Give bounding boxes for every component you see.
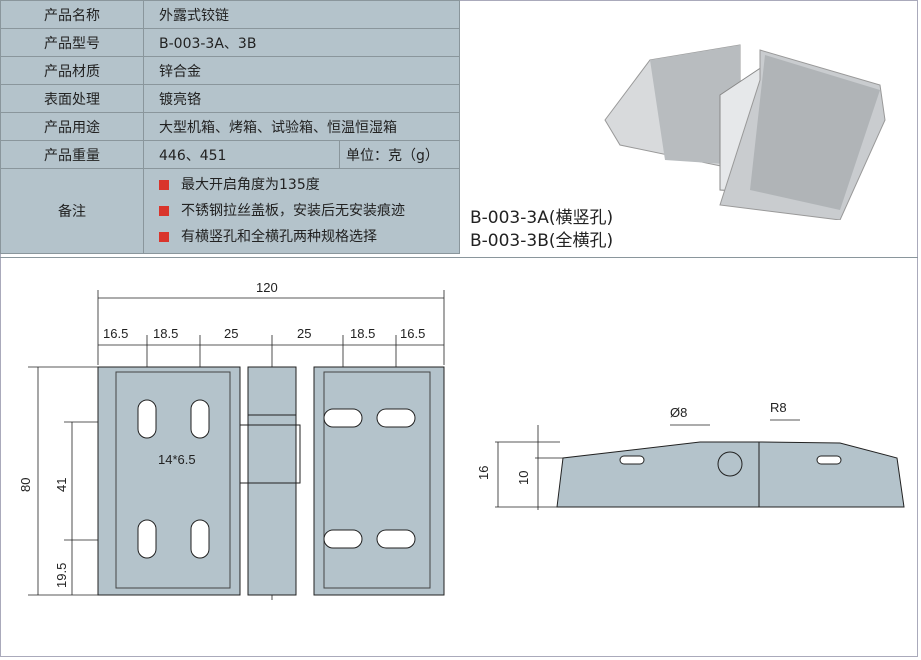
- hinge-photo: [604, 44, 886, 220]
- bullet-icon: [159, 232, 169, 242]
- value: B-003-3A、3B: [143, 28, 460, 57]
- dim: 10: [516, 471, 531, 485]
- dim: 80: [18, 478, 33, 492]
- dim: 19.5: [54, 563, 69, 588]
- label: 产品名称: [0, 0, 144, 29]
- dim-diameter: Ø8: [670, 405, 687, 420]
- side-view-drawing: 16 10 Ø8 R8: [476, 400, 905, 510]
- dim: 16.5: [400, 326, 425, 341]
- dim-120: 120: [256, 280, 278, 295]
- table-row: 产品材质锌合金: [0, 56, 460, 85]
- bullet-icon: [159, 180, 169, 190]
- unit: 单位：克（g）: [339, 140, 460, 169]
- caption-3b: B-003-3B(全横孔): [470, 231, 614, 251]
- table-row: 产品名称外露式铰链: [0, 0, 460, 29]
- label: 备注: [0, 168, 144, 254]
- value: 锌合金: [143, 56, 460, 85]
- dim: 18.5: [153, 326, 178, 341]
- label: 产品重量: [0, 140, 144, 169]
- dim: 18.5: [350, 326, 375, 341]
- label: 产品用途: [0, 112, 144, 141]
- dim-slot: 14*6.5: [158, 452, 196, 467]
- table-row: 表面处理镀亮铬: [0, 84, 460, 113]
- value: 大型机箱、烤箱、试验箱、恒温恒湿箱: [143, 112, 460, 141]
- dim: 41: [54, 478, 69, 492]
- bullet-icon: [159, 206, 169, 216]
- caption-3a: B-003-3A(横竖孔): [470, 208, 614, 228]
- dim: 16.5: [103, 326, 128, 341]
- value: 外露式铰链: [143, 0, 460, 29]
- table-row: 备注 最大开启角度为135度 不锈钢拉丝盖板，安装后无安装痕迹 有横竖孔和全横孔…: [0, 168, 460, 254]
- label: 产品材质: [0, 56, 144, 85]
- notes: 最大开启角度为135度 不锈钢拉丝盖板，安装后无安装痕迹 有横竖孔和全横孔两种规…: [143, 168, 460, 254]
- note: 有横竖孔和全横孔两种规格选择: [181, 229, 377, 245]
- divider: [0, 257, 918, 258]
- dim: 25: [297, 326, 311, 341]
- value: 镀亮铬: [143, 84, 460, 113]
- dim: 16: [476, 466, 491, 480]
- dim: 25: [224, 326, 238, 341]
- table-row: 产品用途大型机箱、烤箱、试验箱、恒温恒湿箱: [0, 112, 460, 141]
- label: 产品型号: [0, 28, 144, 57]
- dim-radius: R8: [770, 400, 787, 415]
- note: 不锈钢拉丝盖板，安装后无安装痕迹: [181, 203, 405, 219]
- label: 表面处理: [0, 84, 144, 113]
- front-view-drawing: 120 16.5 18.5 25 25 18.5 16.5 14*6.5 80 …: [18, 280, 445, 600]
- value: 446、451: [143, 140, 340, 169]
- note: 最大开启角度为135度: [181, 177, 320, 193]
